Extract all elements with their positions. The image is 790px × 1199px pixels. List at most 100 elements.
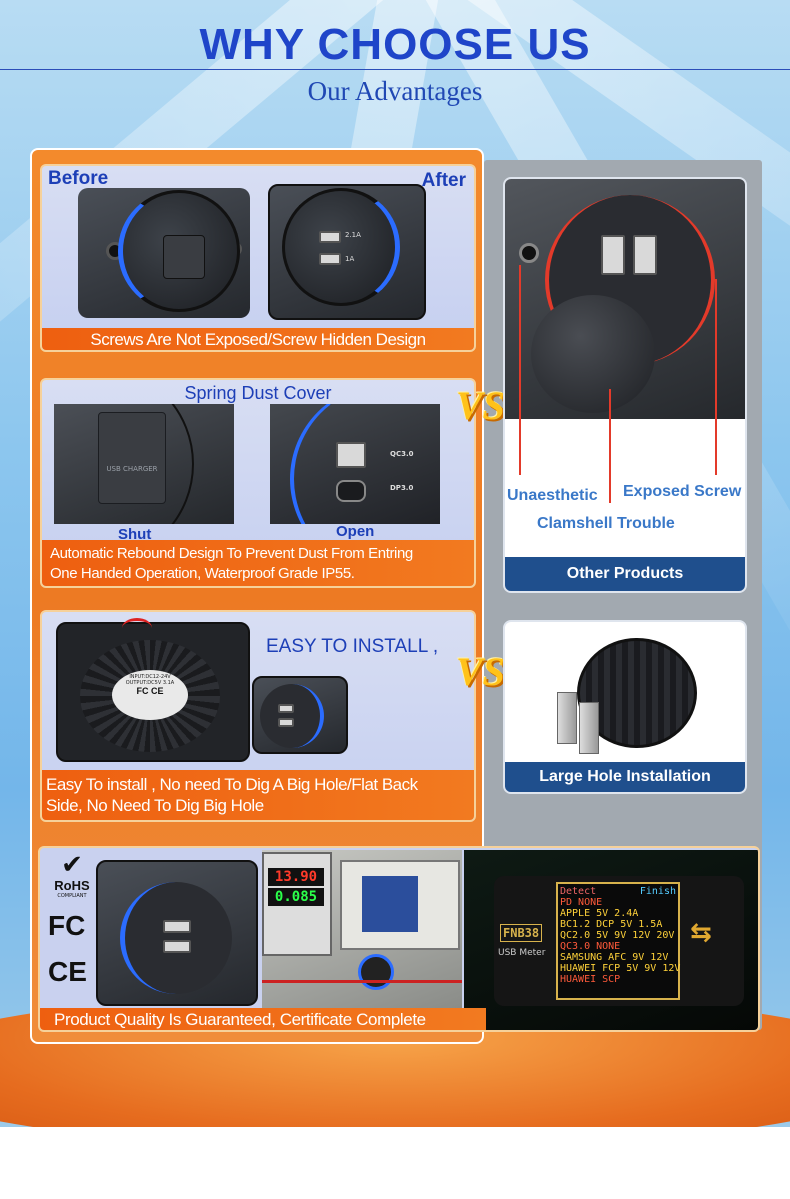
- advantages-panel: Before After 2.1A 1A Screws Are Not Expo…: [30, 148, 484, 1044]
- meter-body: FNB38 USB Meter Detect Finish PD NONE AP…: [494, 876, 744, 1006]
- port-label: 2.1A: [345, 231, 361, 239]
- section-heading: EASY TO INSTALL ,: [266, 636, 439, 657]
- meter-line: QC2.0 5V 9V 12V 20V: [560, 930, 675, 941]
- meter-screen: Detect Finish PD NONE APPLE 5V 2.4A BC1.…: [556, 882, 680, 1000]
- wire: [262, 980, 462, 983]
- port-label: DP3.0: [390, 484, 414, 492]
- usb-port-icon: [319, 231, 341, 243]
- usb-port-icon: [601, 235, 625, 275]
- background: WHY CHOOSE US Our Advantages Before Afte…: [0, 0, 790, 1127]
- meter-line: SAMSUNG AFC 9V 12V: [560, 952, 669, 963]
- meter-line: BC1.2 DCP 5V 1.5A: [560, 919, 663, 930]
- psu-readout: 0.085: [268, 888, 324, 906]
- psu-readout: 13.90: [268, 868, 324, 886]
- terminal: [579, 702, 599, 754]
- before-label: Before: [48, 168, 109, 189]
- rohs-badge: ✔ RoHS COMPLIANT: [52, 852, 92, 899]
- before-after-card: Before After 2.1A 1A Screws Are Not Expo…: [40, 164, 476, 352]
- dust-cover: [163, 235, 205, 279]
- led-ring: [118, 190, 240, 312]
- open-label: Open: [336, 523, 375, 540]
- page-subtitle: Our Advantages: [307, 76, 483, 106]
- led-ring: [260, 684, 324, 748]
- caption-line: Automatic Rebound Design To Prevent Dust…: [50, 545, 413, 562]
- competitor-photo: [505, 179, 745, 419]
- vs-badge: VS: [456, 649, 505, 694]
- test-instrument: [340, 860, 460, 950]
- instrument-screen: [362, 876, 418, 932]
- spec-text: OUTPUT:DC5V 3.1A: [125, 680, 175, 686]
- meter-header: Detect: [560, 886, 597, 897]
- caption-bar: Product Quality Is Guaranteed, Certifica…: [40, 1008, 486, 1030]
- socket-front-view: [252, 676, 348, 754]
- open-photo: QC3.0 DP3.0: [270, 404, 440, 524]
- lab-test-photo: 13.90 0.085: [262, 850, 462, 1008]
- callout-line: [519, 265, 521, 475]
- spec-text: INPUT:DC12-24V: [129, 674, 171, 680]
- checkmark-icon: ✔: [61, 850, 83, 880]
- test-socket: [358, 954, 394, 990]
- usb-port-icon: [633, 235, 657, 275]
- rohs-sub: COMPLIANT: [57, 893, 87, 899]
- large-hole-card: Large Hole Installation: [503, 620, 747, 794]
- title-divider: [0, 69, 790, 70]
- meter-line: HUAWEI FCP 5V 9V 12V: [560, 963, 681, 974]
- ce-badge: CE: [48, 956, 87, 987]
- spec-label: INPUT:DC12-24V OUTPUT:DC5V 3.1A FC CE: [112, 670, 188, 720]
- product-photo: [96, 860, 258, 1006]
- section-heading: Spring Dust Cover: [184, 383, 332, 403]
- swap-arrows-icon: ⇆: [690, 918, 712, 948]
- cover-rim: [54, 404, 194, 524]
- caption-line: Easy To install , No need To Dig A Big H…: [46, 775, 418, 794]
- shut-photo: USB CHARGER: [54, 404, 234, 524]
- usb-port-icon: [163, 940, 191, 953]
- fcc-badge: FC: [48, 910, 86, 941]
- dust-cover-card: Spring Dust Cover USB CHARGER QC3.0 DP3.…: [40, 378, 476, 588]
- meter-line: QC3.0 NONE: [560, 941, 621, 952]
- callout-exposed-screw: Exposed Screw: [623, 483, 742, 500]
- terminal: [557, 692, 577, 744]
- usb-port-icon: [319, 253, 341, 265]
- usb-port-icon: [278, 704, 294, 713]
- meter-header-row: Detect Finish: [560, 886, 676, 897]
- vs-badge: VS: [456, 383, 505, 428]
- large-hole-socket-photo: [551, 632, 701, 762]
- meter-header-right: Finish: [639, 886, 676, 897]
- usb-port-icon: [278, 718, 294, 727]
- other-products-card: Unaesthetic Exposed Screw Clamshell Trou…: [503, 177, 747, 593]
- wire: [122, 618, 152, 638]
- usb-meter-photo: FNB38 USB Meter Detect Finish PD NONE AP…: [464, 850, 758, 1030]
- dust-cover: USB CHARGER: [98, 412, 166, 504]
- caption-line: Side, No Need To Dig Big Hole: [46, 796, 264, 815]
- usb-a-port-icon: [336, 442, 366, 468]
- after-label: After: [421, 170, 466, 191]
- callout-clamshell: Clamshell Trouble: [537, 515, 675, 532]
- caption-line: One Handed Operation, Waterproof Grade I…: [50, 565, 355, 582]
- certification-card: ✔ RoHS COMPLIANT FC CE 13.90 0.085: [38, 846, 760, 1032]
- clamshell-cover: [531, 295, 655, 413]
- easy-install-card: INPUT:DC12-24V OUTPUT:DC5V 3.1A FC CE EA…: [40, 610, 476, 822]
- meter-line: APPLE 5V 2.4A: [560, 908, 639, 919]
- callout-line: [715, 279, 717, 475]
- meter-brand: FNB38: [500, 924, 543, 942]
- large-hole-label: Large Hole Installation: [505, 762, 745, 792]
- caption-bar: Screws Are Not Exposed/Screw Hidden Desi…: [42, 328, 474, 350]
- power-supply: 13.90 0.085: [262, 852, 332, 956]
- exposed-screw-icon: [519, 243, 539, 263]
- back-housing: INPUT:DC12-24V OUTPUT:DC5V 3.1A FC CE: [80, 640, 220, 752]
- usb-c-port-icon: [336, 480, 366, 502]
- led-ring: [290, 404, 440, 524]
- callout-line: [609, 389, 611, 503]
- socket-back-view: INPUT:DC12-24V OUTPUT:DC5V 3.1A FC CE: [56, 618, 250, 762]
- led-ring: [120, 882, 232, 994]
- meter-sub: USB Meter: [498, 948, 546, 958]
- other-products-label: Other Products: [505, 557, 745, 591]
- led-ring: 2.1A 1A: [282, 188, 400, 306]
- callout-unaesthetic: Unaesthetic: [507, 487, 598, 504]
- port-label: QC3.0: [390, 450, 414, 458]
- port-label: 1A: [345, 255, 355, 263]
- meter-line: PD NONE: [560, 897, 603, 908]
- spec-marks: FC CE: [136, 686, 164, 696]
- caption-bar: Easy To install , No need To Dig A Big H…: [42, 770, 474, 820]
- usb-port-icon: [163, 920, 191, 933]
